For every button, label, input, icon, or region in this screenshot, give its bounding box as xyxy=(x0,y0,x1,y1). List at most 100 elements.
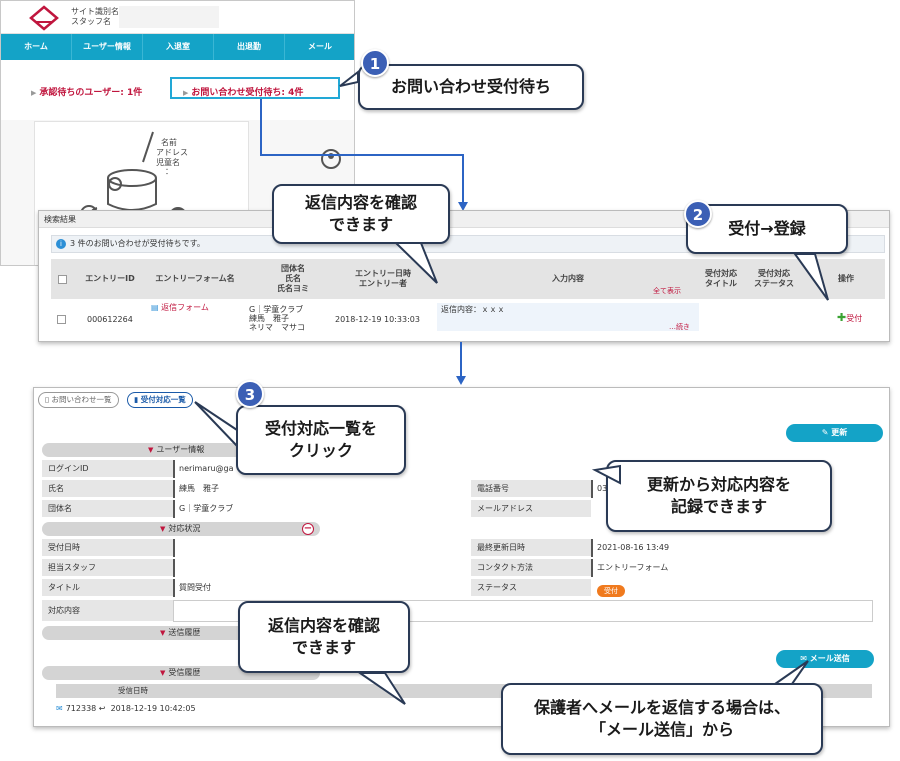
pending-inquiries-link[interactable]: ▶お問い合わせ受付待ち: 4件 xyxy=(183,85,303,98)
name-label: 氏名 xyxy=(42,480,173,498)
th-entry-form: エントリーフォーム名 xyxy=(155,274,235,283)
main-nav: ホーム ユーザー情報 入退室 出退勤 メール xyxy=(1,34,354,60)
contact-method-value: エントリーフォーム xyxy=(591,559,791,577)
th-entry-id: エントリーID xyxy=(85,274,135,283)
info-bar: i 3 件のお問い合わせが受付待ちです。 xyxy=(51,235,885,253)
site-logo-icon xyxy=(29,5,59,31)
pending-row: ▶承認待ちのユーザー: 1件 ▶お問い合わせ受付待ち: 4件 xyxy=(1,60,354,120)
triangle-down-icon: ▼ xyxy=(160,669,166,677)
row-more-link[interactable]: …続き xyxy=(669,323,690,331)
connector-line xyxy=(462,154,464,204)
results-title: 検索結果 xyxy=(39,211,889,228)
accept-label: 受付 xyxy=(846,314,863,323)
th-recv-title: 受付対応 タイトル xyxy=(705,269,737,288)
triangle-right-icon: ▶ xyxy=(31,89,37,97)
site-header: サイト識別名 スタッフ名 xyxy=(1,1,354,34)
title-label: タイトル xyxy=(42,579,173,597)
response-label: 対応内容 xyxy=(42,600,173,622)
mail-send-button[interactable]: ✉ メール送信 xyxy=(776,650,874,668)
section-recv-history-label: 受信履歴 xyxy=(168,668,201,677)
nav-home[interactable]: ホーム xyxy=(1,34,72,60)
diagram-label-name: 名前 xyxy=(161,137,177,147)
tab-inquiry-list[interactable]: ▯ お問い合わせ一覧 xyxy=(38,392,119,408)
triangle-right-icon: ▶ xyxy=(183,89,189,97)
login-id-label: ログインID xyxy=(42,460,173,478)
mail-icon: ✉ xyxy=(56,704,63,713)
contact-method-label: コンタクト方法 xyxy=(471,559,591,577)
row-entry-form[interactable]: ▤ 返信フォーム xyxy=(151,303,209,312)
recv-row-date: 2018-12-19 10:42:05 xyxy=(110,704,196,713)
update-button[interactable]: ✎ 更新 xyxy=(786,424,883,442)
info-icon: i xyxy=(56,239,66,249)
group-label: 団体名 xyxy=(42,500,173,518)
accept-button[interactable]: ✚受付 xyxy=(837,312,863,323)
show-all-link[interactable]: 全て表示 xyxy=(653,287,681,295)
th-action: 操作 xyxy=(838,274,854,283)
connector-arrow-icon xyxy=(458,202,468,211)
step-2-badge: 2 xyxy=(684,200,712,228)
detail-panel: ▯ お問い合わせ一覧 ▮ 受付対応一覧 ✎ 更新 ▼ユーザー情報 ログインID … xyxy=(33,387,890,727)
side-circle-icon xyxy=(321,149,341,169)
nav-user-info[interactable]: ユーザー情報 xyxy=(72,34,143,60)
row-checkbox[interactable] xyxy=(57,315,66,324)
row-datetime: 2018-12-19 10:33:03 xyxy=(335,315,420,324)
name-placeholder-box xyxy=(119,6,219,28)
edit-icon: ✎ xyxy=(821,428,829,437)
diagram-label-child: 児童名 xyxy=(156,157,180,167)
group-value: G｜学童クラブ xyxy=(173,500,471,518)
section-status[interactable]: ▼対応状況 xyxy=(42,522,320,536)
tab-inquiry-list-label: お問い合わせ一覧 xyxy=(51,395,112,404)
mail-send-label: メール送信 xyxy=(809,654,850,663)
table-row: 000612264 ▤ 返信フォーム G｜学童クラブ 練馬 雅子 ネリマ マサコ… xyxy=(51,299,885,339)
tab-reception-list[interactable]: ▮ 受付対応一覧 xyxy=(127,392,193,408)
row-name-kana: ネリマ マサコ xyxy=(249,323,305,332)
diagram-label-etc: ： xyxy=(165,167,173,176)
recv-row-id: 712338 xyxy=(65,704,97,713)
results-table-header: エントリーID エントリーフォーム名 団体名 氏名 氏名ヨミ エントリー日時 エ… xyxy=(51,259,885,299)
step-1-badge: 1 xyxy=(361,49,389,77)
mail-icon: ✉ xyxy=(800,654,807,663)
row-content-text: 返信内容：ｘｘｘ xyxy=(441,305,505,314)
pending-users-link[interactable]: ▶承認待ちのユーザー: 1件 xyxy=(31,85,142,98)
nav-entry-exit[interactable]: 入退室 xyxy=(143,34,214,60)
row-group: G｜学童クラブ xyxy=(249,305,304,314)
nav-mail[interactable]: メール xyxy=(285,34,354,60)
triangle-down-icon: ▼ xyxy=(148,446,154,454)
th-recv-status: 受付対応 ステータス xyxy=(754,269,794,288)
phone-value: 03 xyxy=(591,480,611,498)
status-badge: 受付 xyxy=(597,585,625,597)
pending-inquiries-label: お問い合わせ受付待ち: 4件 xyxy=(191,88,304,98)
callout-mail-note: 保護者へメールを返信する場合は、 「メール送信」から xyxy=(501,683,823,755)
recv-date-header: 受信日時 xyxy=(118,686,148,695)
triangle-down-icon: ▼ xyxy=(160,629,166,637)
connector-line xyxy=(460,342,462,377)
collapse-minus-icon[interactable]: − xyxy=(302,523,314,535)
callout-reception-list: 受付対応一覧を クリック xyxy=(236,405,406,475)
th-content: 入力内容 xyxy=(552,274,584,283)
status-label: ステータス xyxy=(471,579,591,597)
callout-reply-top: 返信内容を確認 できます xyxy=(272,184,450,244)
callout-accept-register: 受付→登録 xyxy=(686,204,848,254)
callout-update-note: 更新から対応内容を 記録できます xyxy=(606,460,832,532)
diagram-label-address: アドレス xyxy=(156,148,188,157)
site-screenshot-panel: サイト識別名 スタッフ名 ホーム ユーザー情報 入退室 出退勤 メール ▶承認待… xyxy=(0,0,355,266)
th-group: 団体名 氏名 氏名ヨミ xyxy=(277,264,309,293)
bookmark-icon: ▮ xyxy=(134,395,139,404)
email-label: メールアドレス xyxy=(471,500,591,518)
select-all-checkbox[interactable] xyxy=(57,274,67,284)
form-icon: ▤ xyxy=(151,303,159,312)
site-name: サイト識別名 xyxy=(71,7,119,16)
last-update-label: 最終更新日時 xyxy=(471,539,591,557)
entry-form-link[interactable]: 返信フォーム xyxy=(161,303,209,312)
pending-users-label: 承認待ちのユーザー: 1件 xyxy=(39,88,143,98)
recv-datetime-value xyxy=(173,539,253,557)
nav-attendance[interactable]: 出退勤 xyxy=(214,34,285,60)
connector-line xyxy=(260,99,262,155)
recv-history-row[interactable]: ✉712338 ↩ 2018-12-19 10:42:05 xyxy=(56,700,872,718)
recv-datetime-label: 受付日時 xyxy=(42,539,173,557)
info-text: 3 件のお問い合わせが受付待ちです。 xyxy=(70,239,205,248)
last-update-value: 2021-08-16 13:49 xyxy=(591,539,791,557)
section-user-info-label: ユーザー情報 xyxy=(156,445,205,454)
tab-reception-list-label: 受付対応一覧 xyxy=(140,395,186,404)
update-label: 更新 xyxy=(831,428,848,437)
